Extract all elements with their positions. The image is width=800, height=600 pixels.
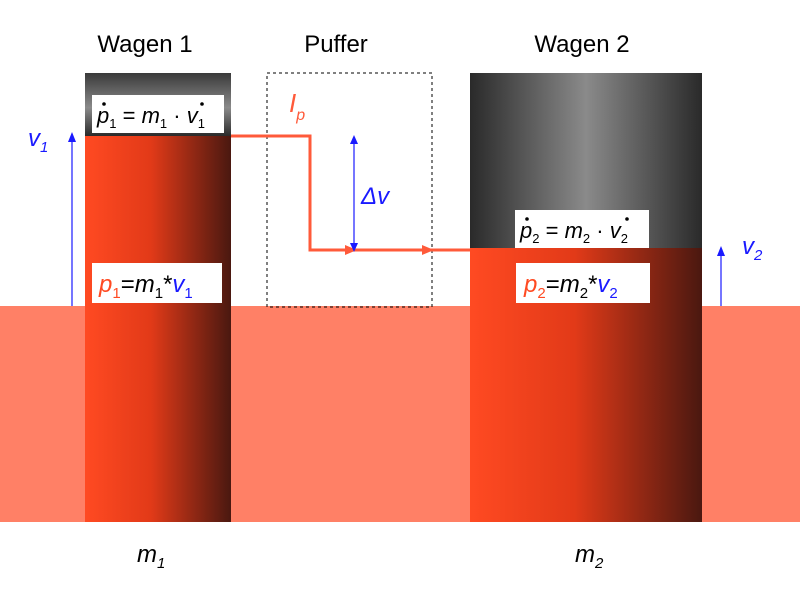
momentum-current-label: Ip <box>289 88 305 124</box>
wagon1-label: Wagen 1 <box>97 31 192 58</box>
buffer-box <box>266 72 433 308</box>
formula-rate2-vdot <box>625 217 629 221</box>
formula-p1-box <box>92 263 222 303</box>
v1-label: v1 <box>28 125 48 156</box>
v2-label: v2 <box>742 233 763 264</box>
mass2-label: m2 <box>575 541 604 572</box>
v2-arrowhead <box>717 246 725 256</box>
wagon2-column <box>470 73 702 522</box>
delta-v-label: Δv <box>360 183 391 210</box>
formula-rate1-pdot <box>102 102 106 106</box>
delta-v-arrow-bottom <box>350 243 358 252</box>
formula-p2: p2=m2*v2 <box>523 271 618 302</box>
buffer-label: Puffer <box>304 31 368 58</box>
formula-rate1-vdot <box>200 102 204 106</box>
mass1-label: m1 <box>137 541 165 572</box>
formula-rate2-box <box>515 210 649 248</box>
formula-rate2: p2 = m2 · v2 <box>519 218 628 246</box>
momentum-flow-arrow <box>231 134 357 255</box>
formula-p1: p1=m1*v1 <box>98 271 193 302</box>
v1-arrowhead <box>68 132 76 142</box>
formula-p2-box <box>516 263 650 303</box>
formula-rate2-pdot <box>525 217 529 221</box>
formula-rate1: p1 = m1 · v1 <box>96 103 205 131</box>
wagon2-label: Wagen 2 <box>534 31 629 58</box>
delta-v-arrow-top <box>350 135 358 144</box>
formula-rate1-box <box>92 95 224 133</box>
wagon1-body <box>85 136 231 522</box>
